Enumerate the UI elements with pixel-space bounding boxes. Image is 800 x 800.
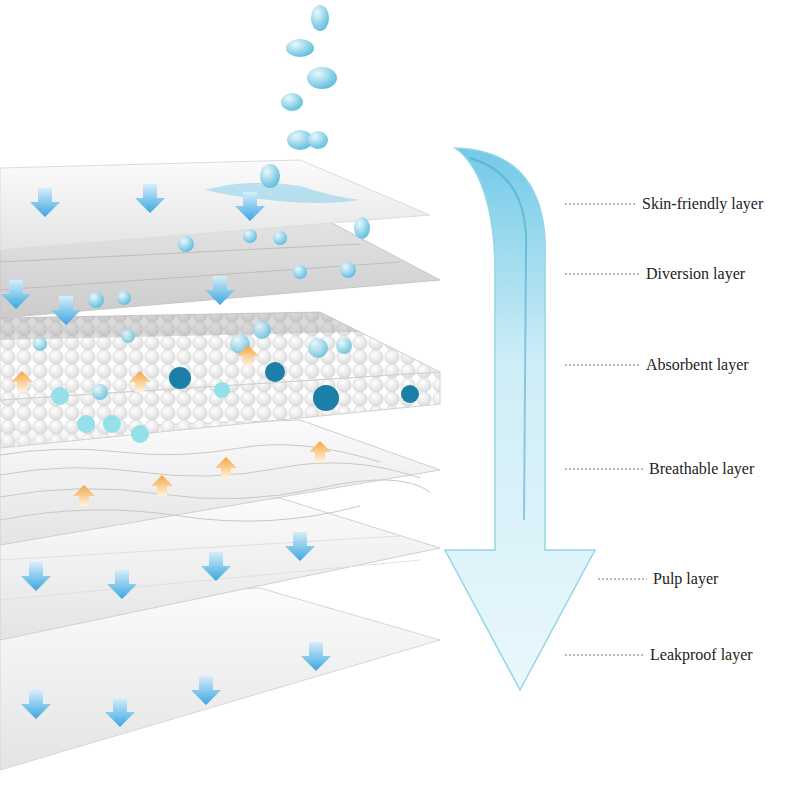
up-arrow: [151, 475, 173, 496]
flow-arrows-up: [11, 345, 331, 506]
water-drop: [286, 39, 314, 57]
gel-bead: [51, 387, 69, 405]
water-drops: [88, 5, 370, 308]
leader-line: [598, 579, 647, 580]
down-arrow: [205, 276, 235, 305]
leader-line: [565, 274, 640, 275]
water-drop: [121, 329, 135, 343]
water-drop: [293, 265, 307, 279]
water-splash: [205, 183, 360, 203]
down-arrow: [201, 552, 231, 581]
slab-shade: [0, 312, 360, 340]
water-drop: [33, 337, 47, 351]
leader-line: [565, 365, 640, 366]
gel-bead: [401, 385, 419, 403]
water-drop: [308, 131, 328, 149]
up-arrow: [11, 371, 33, 392]
sheet: [0, 160, 430, 250]
leader-line: [565, 655, 644, 656]
up-arrow: [215, 457, 237, 478]
down-arrow: [191, 676, 221, 705]
layer-label: Breathable layer: [649, 460, 754, 478]
gel-bead: [77, 415, 95, 433]
wave-line: [0, 506, 360, 521]
gel-bead: [103, 415, 121, 433]
gel-bead: [265, 362, 285, 382]
water-drop: [253, 321, 271, 339]
water-drop: [117, 291, 131, 305]
water-drop: [281, 93, 303, 111]
water-drop: [273, 231, 287, 245]
up-arrow: [237, 345, 259, 366]
down-arrow: [21, 690, 51, 719]
wave-line: [0, 463, 420, 478]
water-drop: [308, 338, 328, 358]
up-arrow: [309, 441, 331, 462]
water-drop: [88, 292, 104, 308]
gel-bead: [169, 367, 191, 389]
water-drop: [307, 67, 337, 89]
down-arrow: [21, 562, 51, 591]
slab-top: [0, 312, 440, 400]
gel-bead: [131, 425, 149, 443]
gel-bead: [313, 385, 339, 411]
water-drop: [340, 262, 356, 278]
big-flow-arrow: [445, 148, 595, 690]
down-arrow: [285, 532, 315, 561]
down-arrow: [135, 184, 165, 213]
gel-bead: [214, 382, 230, 398]
water-drop: [336, 338, 352, 354]
sheet-texture: [0, 244, 400, 290]
water-drop: [311, 5, 329, 31]
water-drop: [260, 164, 280, 188]
leader-line: [565, 469, 643, 470]
down-arrow: [301, 642, 331, 671]
leader-line: [565, 204, 636, 205]
layer-label: Pulp layer: [653, 570, 718, 588]
layer-label: Leakproof layer: [650, 646, 753, 664]
up-arrow: [73, 485, 95, 506]
water-drop: [243, 229, 257, 243]
down-arrow: [1, 280, 31, 309]
flow-arrows-down: [1, 184, 331, 727]
up-arrow: [129, 371, 151, 392]
down-arrow: [235, 192, 265, 221]
down-arrow: [105, 698, 135, 727]
arrow-highlight: [470, 158, 526, 520]
water-drop: [354, 217, 370, 239]
wave-line: [0, 480, 430, 499]
skin-friendly-sheet: [0, 160, 430, 250]
water-drop: [178, 236, 194, 252]
leader-lines: [565, 204, 647, 655]
down-arrow: [30, 188, 60, 217]
down-arrow: [51, 296, 81, 325]
sheet-texture: [0, 536, 420, 600]
water-drop: [92, 384, 108, 400]
layer-label: Absorbent layer: [646, 356, 749, 374]
layer-label: Skin-friendly layer: [642, 195, 763, 213]
down-arrow: [107, 570, 137, 599]
layer-label: Diversion layer: [646, 265, 745, 283]
absorbent-slab: [0, 312, 440, 448]
